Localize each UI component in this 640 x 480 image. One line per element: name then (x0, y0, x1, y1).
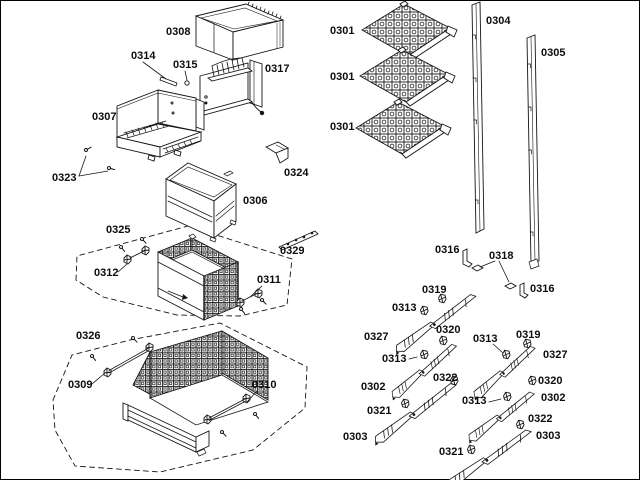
part-label-0320-35: 0320 (538, 375, 563, 387)
part-label-0301-16: 0301 (330, 71, 355, 83)
part-label-0313-24: 0313 (392, 302, 417, 314)
part-label-0329-9: 0329 (280, 245, 305, 257)
part-label-0306-7: 0306 (243, 195, 268, 207)
part-label-0307-4: 0307 (92, 111, 117, 123)
part-label-0322-38: 0322 (528, 413, 553, 425)
fastener-parts (83, 76, 190, 172)
part-label-0324-6: 0324 (284, 167, 309, 179)
part-label-0313-32: 0313 (473, 333, 498, 345)
part-label-0327-25: 0327 (364, 331, 389, 343)
leader-lines (78, 61, 510, 403)
part-label-0313-36: 0313 (462, 395, 487, 407)
part-label-0326-12: 0326 (76, 330, 101, 342)
part-label-0302-37: 0302 (541, 392, 566, 404)
part-label-0303-40: 0303 (536, 430, 561, 442)
part-label-0314-1: 0314 (131, 50, 156, 62)
trim-rail-drawing (278, 230, 319, 251)
part-label-0320-26: 0320 (436, 324, 461, 336)
part-label-0316-22: 0316 (530, 283, 555, 295)
part-label-0321-39: 0321 (439, 446, 464, 458)
part-label-0301-15: 0301 (330, 25, 355, 37)
part-label-0311-11: 0311 (257, 274, 281, 286)
part-label-0323-5: 0323 (52, 172, 77, 184)
ice-maker-drawing (198, 57, 265, 116)
part-label-0313-27: 0313 (382, 353, 407, 365)
lower-basket-drawing (103, 330, 269, 457)
vertical-rail-left-drawing (471, 1, 485, 234)
part-label-0303-31: 0303 (343, 431, 368, 443)
part-label-0302-28: 0302 (361, 381, 386, 393)
part-label-0301-17: 0301 (330, 121, 355, 133)
part-label-0325-8: 0325 (106, 224, 131, 236)
part-label-0322-29: 0322 (433, 372, 458, 384)
part-label-0315-2: 0315 (173, 59, 198, 71)
part-label-0312-10: 0312 (94, 267, 119, 279)
vertical-rail-right-drawing (526, 34, 540, 270)
mounting-frame-drawing (115, 89, 205, 162)
part-label-0319-23: 0319 (422, 284, 447, 296)
part-label-0318-21: 0318 (489, 250, 514, 262)
corner-bracket-drawing (265, 141, 289, 164)
part-label-0308-0: 0308 (166, 26, 191, 38)
ice-bucket-drawing (194, 1, 285, 61)
part-label-0327-34: 0327 (543, 349, 568, 361)
part-label-0309-13: 0309 (68, 379, 93, 391)
part-label-0304-18: 0304 (486, 15, 511, 27)
upper-basket-drawing (123, 233, 263, 321)
part-label-0319-33: 0319 (516, 329, 541, 341)
storage-bin-drawing (165, 162, 237, 243)
part-label-0310-14: 0310 (252, 379, 277, 391)
part-label-0316-20: 0316 (435, 244, 460, 256)
part-label-0321-30: 0321 (367, 405, 392, 417)
part-label-0305-19: 0305 (541, 47, 566, 59)
part-label-0317-3: 0317 (265, 63, 290, 75)
